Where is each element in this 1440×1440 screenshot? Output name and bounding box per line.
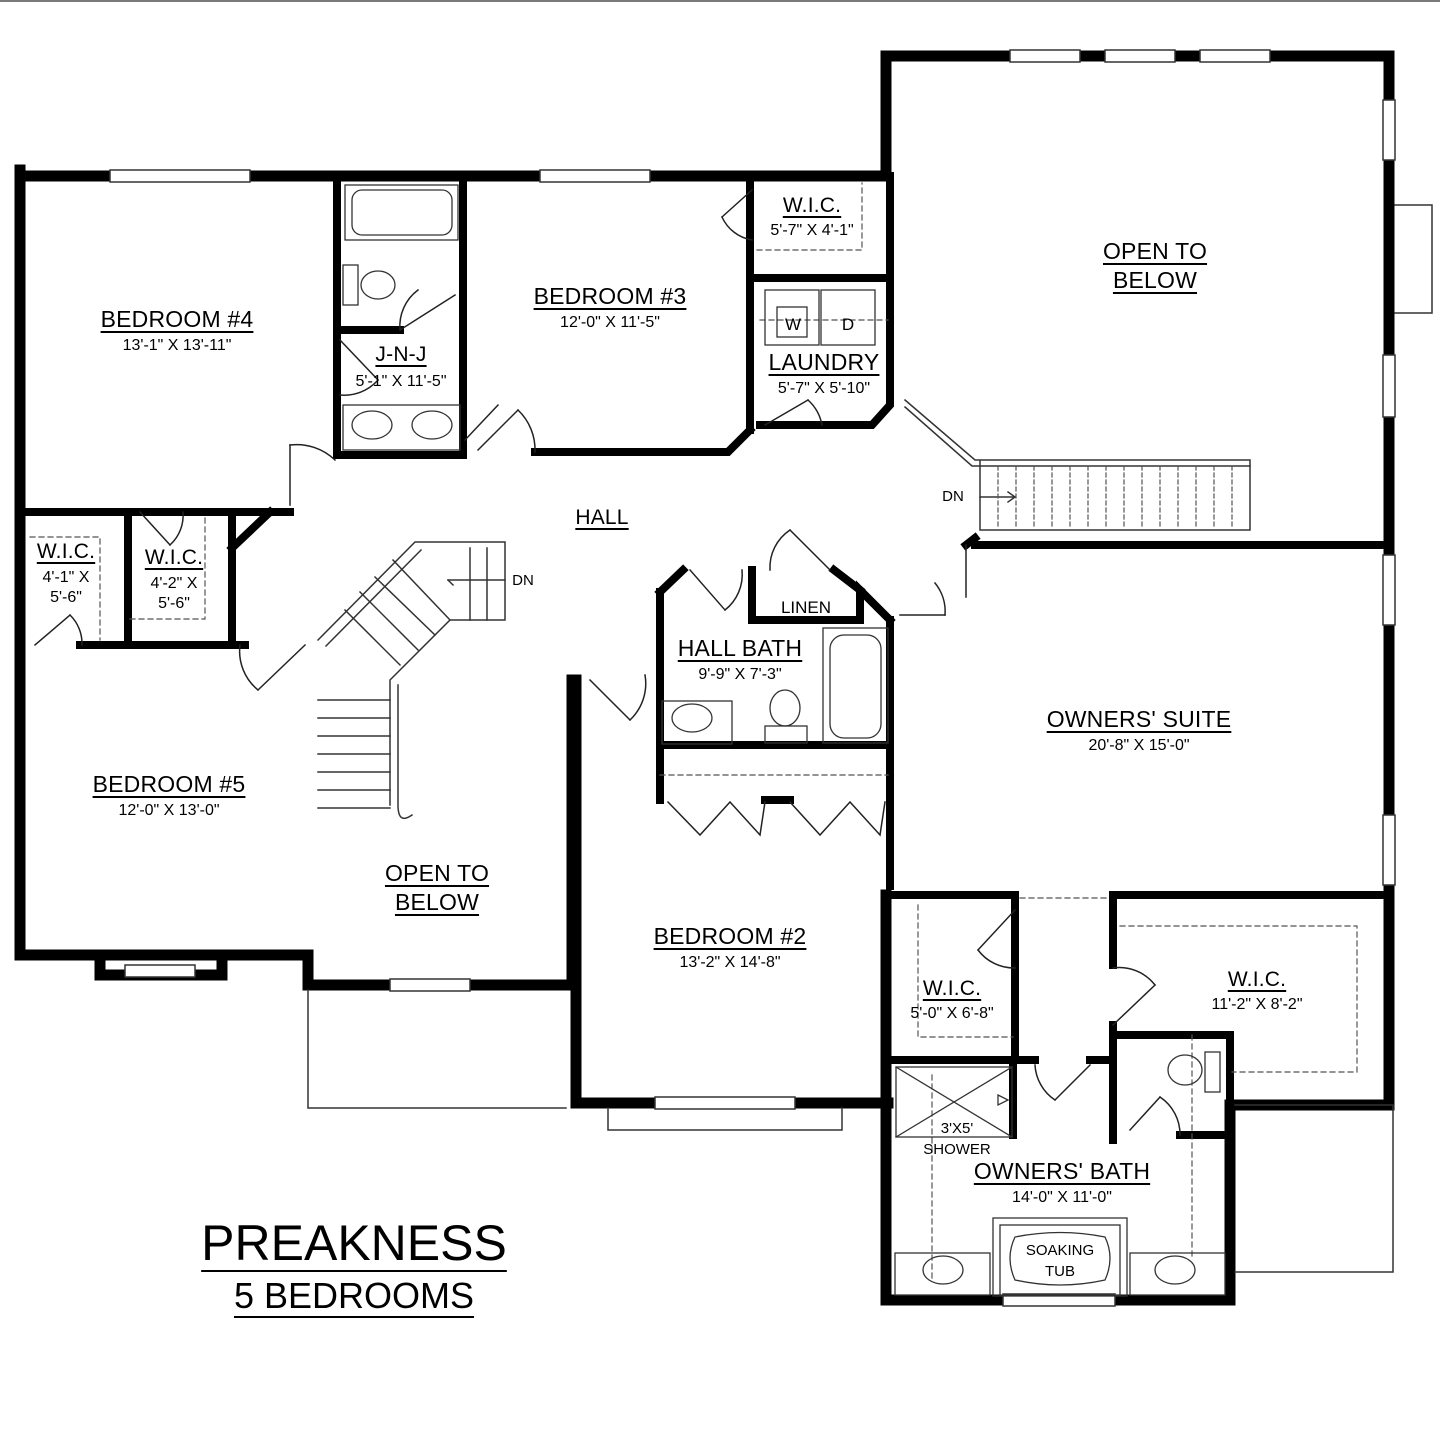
room-dimensions-line1: 4'-1" X [42,569,90,586]
room-label-bedroom-5: BEDROOM #5 12'-0" X 13'-0" [93,773,246,819]
room-dimensions: 12'-0" X 13'-0" [118,802,220,819]
shower-size-label: 3'X5' [940,1120,974,1137]
room-name: BEDROOM #2 [653,923,807,949]
open-to-below-line2: BELOW [394,889,480,915]
fixtures [342,184,1226,1297]
shower-label: SHOWER [923,1141,991,1158]
right-stair-down-label: DN [942,488,964,505]
plan-title: PREAKNESS [201,1215,507,1271]
soaking-tub-label-line2: TUB [1045,1263,1075,1280]
room-label-bedroom-4: BEDROOM #4 13'-1" X 13'-11" [101,308,254,354]
room-label-wic-left-a: W.I.C. 4'-1" X 5'-6" [37,541,95,606]
open-to-below-line1: OPEN TO [1102,238,1208,264]
top-border-line [0,0,1440,2]
room-label-bedroom-2: BEDROOM #2 13'-2" X 14'-8" [654,925,807,971]
room-name: HALL BATH [677,635,803,661]
room-label-hall: HALL [575,507,628,528]
room-dimensions: 5'-7" X 4'-1" [770,222,854,239]
windows [109,49,1396,1307]
room-dimensions: 14'-0" X 11'-0" [1012,1189,1112,1206]
room-label-jnj: J-N-J 5'-1" X 11'-5" [356,344,447,390]
room-dimensions: 5'-0" X 6'-8" [910,1005,994,1022]
room-dimensions-line2: 5'-6" [50,589,82,606]
room-name: W.I.C. [36,540,96,563]
open-to-below-line1: OPEN TO [384,860,490,886]
room-name: W.I.C. [1227,968,1287,991]
doors [33,188,1181,1136]
room-label-bedroom-3: BEDROOM #3 12'-0" X 11'-5" [534,285,687,331]
dryer-label: D [841,315,855,334]
room-dimensions: 13'-1" X 13'-11" [122,337,232,354]
room-dimensions-line1: 4'-2" X [150,575,198,592]
room-label-open-to-below-lower: OPEN TO BELOW [385,862,489,914]
room-label-linen: LINEN [780,598,832,617]
room-label-wic-bedroom-3: W.I.C. 5'-7" X 4'-1" [770,195,853,239]
room-name: OWNERS' SUITE [1046,706,1232,732]
open-to-below-line2: BELOW [1112,267,1198,293]
room-dimensions: 13'-2" X 14'-8" [679,954,781,971]
room-dimensions: 12'-0" X 11'-5" [560,314,660,331]
room-name: BEDROOM #3 [533,283,687,309]
room-dimensions: 5'-1" X 11'-5" [355,373,447,390]
room-name: W.I.C. [922,977,982,1000]
room-label-owners-suite: OWNERS' SUITE 20'-8" X 15'-0" [1047,708,1232,754]
plan-subtitle: 5 BEDROOMS [233,1275,475,1316]
interior-walls [16,172,1393,1144]
room-label-laundry: LAUNDRY 5'-7" X 5'-10" [769,351,880,397]
room-label-hall-bath: HALL BATH 9'-9" X 7'-3" [678,637,803,683]
room-name: W.I.C. [782,194,842,217]
room-label-owners-bath: OWNERS' BATH 14'-0" X 11'-0" [974,1160,1150,1206]
main-stair-down-label: DN [512,572,534,589]
room-label-wic-left-b: W.I.C. 4'-2" X 5'-6" [145,547,203,612]
room-dimensions-line2: 5'-6" [158,595,190,612]
plan-title-block: PREAKNESS 5 BEDROOMS [201,1218,507,1314]
room-label-open-to-below-upper: OPEN TO BELOW [1103,240,1207,292]
room-name: OWNERS' BATH [973,1158,1151,1184]
room-name: BEDROOM #4 [100,306,254,332]
room-label-wic-owners-large: W.I.C. 11'-2" X 8'-2" [1212,969,1303,1013]
room-label-wic-owners-small: W.I.C. 5'-0" X 6'-8" [910,978,993,1022]
washer-label: W [784,315,802,334]
room-name: LAUNDRY [768,349,880,375]
room-name: J-N-J [375,343,427,366]
right-stair-treads [997,465,1233,529]
thin-outlines [307,204,1433,1273]
room-name: W.I.C. [144,546,204,569]
right-stair [903,398,1251,531]
main-stair [316,541,506,820]
room-name: BEDROOM #5 [92,771,246,797]
room-dimensions: 5'-7" X 5'-10" [777,380,871,397]
room-dimensions: 20'-8" X 15'-0" [1088,737,1190,754]
room-name: HALL [575,506,629,529]
soaking-tub-label-line1: SOAKING [1025,1242,1095,1259]
closet-shelves [29,182,1358,1281]
room-dimensions: 11'-2" X 8'-2" [1211,996,1303,1013]
room-dimensions: 9'-9" X 7'-3" [698,666,782,683]
